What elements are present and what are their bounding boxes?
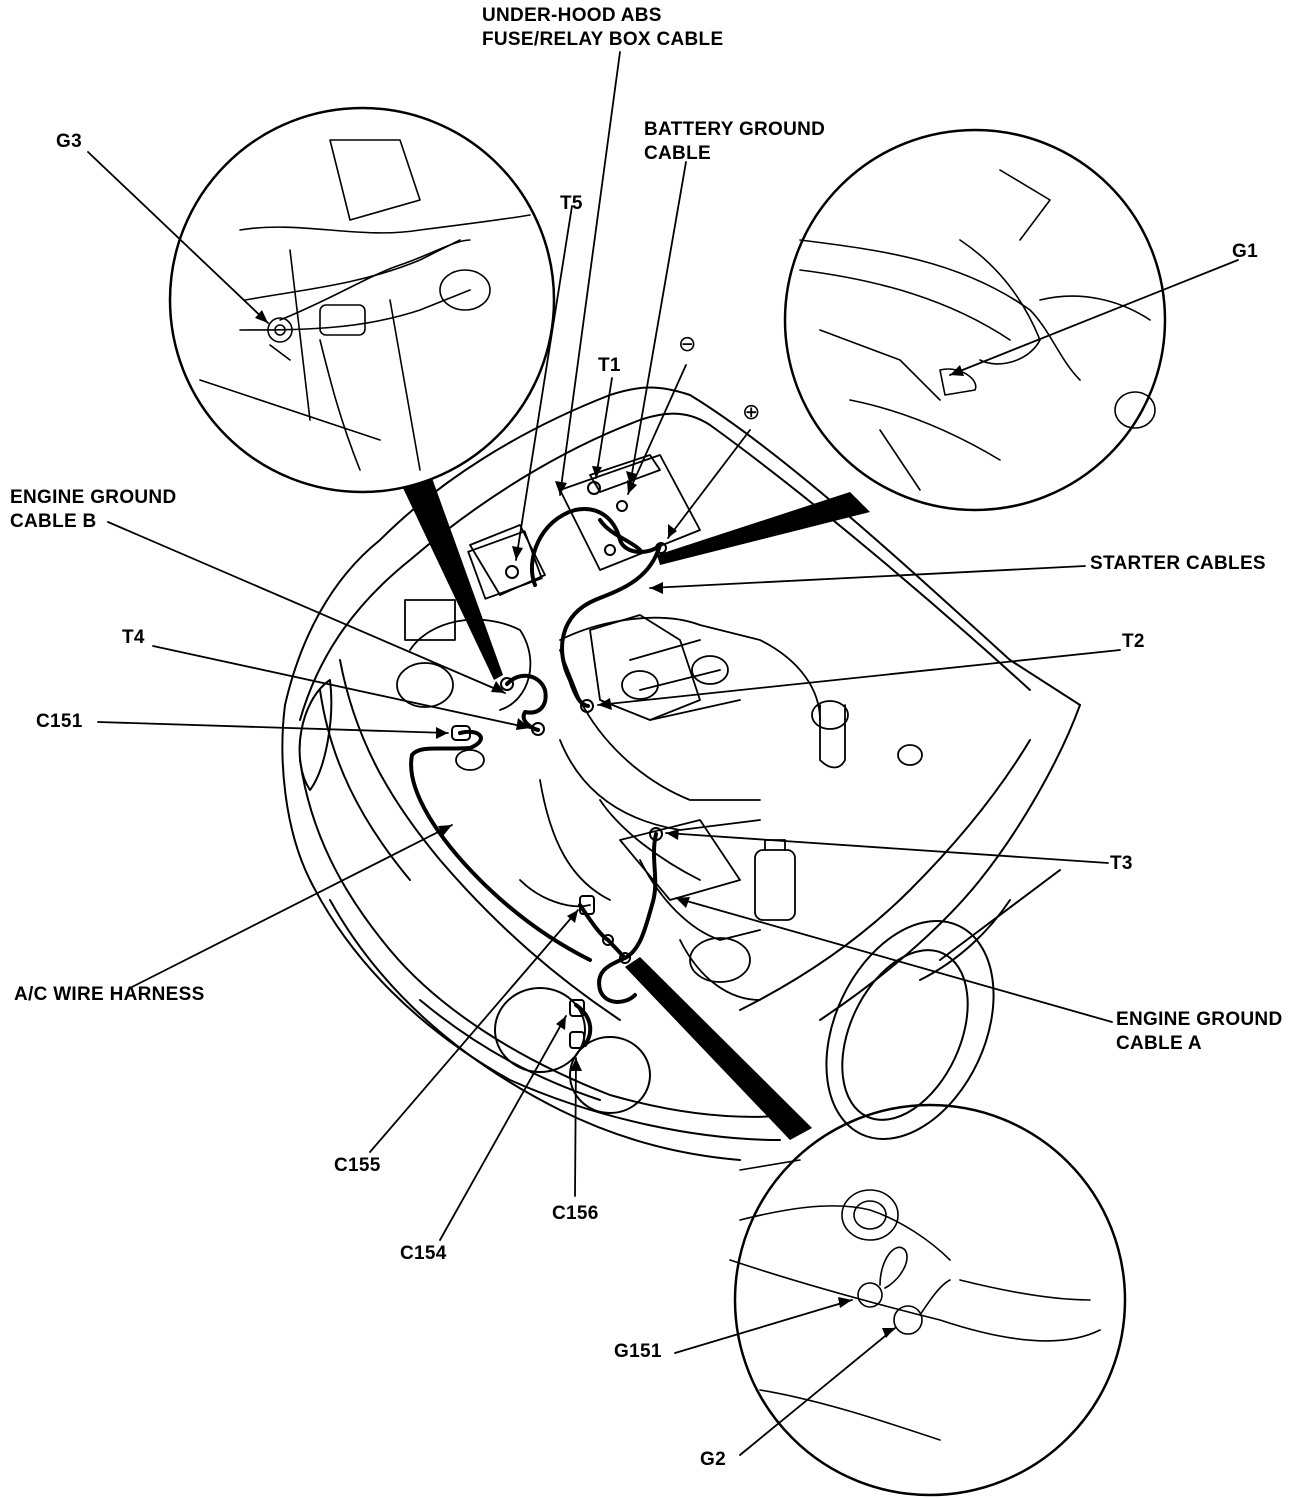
label-line: CABLE B — [10, 511, 97, 532]
label-starter-cables: STARTER CABLES — [1090, 553, 1266, 574]
label-battery-ground-cable: BATTERY GROUND CABLE — [644, 118, 825, 166]
detail-circle-g1 — [783, 128, 1167, 512]
detail-circle-g2 — [729, 1103, 1127, 1497]
label-c154: C154 — [400, 1243, 447, 1264]
cables — [409, 507, 662, 1047]
label-line: BATTERY GROUND — [644, 119, 826, 140]
label-engine-ground-cable-b: ENGINE GROUND CABLE B — [10, 486, 176, 534]
leader-arrowheads — [255, 310, 964, 1338]
label-line: ENGINE GROUND — [1116, 1009, 1283, 1030]
negative-terminal-symbol: ⊖ — [678, 332, 697, 357]
label-t4: T4 — [122, 627, 145, 648]
label-g2: G2 — [700, 1449, 726, 1470]
label-abs-fuse-relay-box-cable: UNDER-HOOD ABS FUSE/RELAY BOX CABLE — [482, 4, 723, 52]
label-line: UNDER-HOOD ABS — [482, 5, 662, 26]
label-g3: G3 — [56, 131, 82, 152]
label-t2: T2 — [1122, 631, 1145, 652]
engine-components — [396, 454, 923, 1001]
car-body — [281, 386, 1081, 1161]
label-ac-wire-harness: A/C WIRE HARNESS — [14, 984, 205, 1005]
label-c156: C156 — [552, 1203, 599, 1224]
label-line: FUSE/RELAY BOX CABLE — [482, 29, 724, 50]
leader-lines — [87, 51, 1239, 1456]
label-t5: T5 — [560, 193, 583, 214]
label-line: CABLE — [644, 143, 711, 164]
detail-circle-g3 — [168, 106, 556, 494]
label-g1: G1 — [1232, 241, 1258, 262]
label-line: CABLE A — [1116, 1033, 1202, 1054]
label-t1: T1 — [598, 355, 621, 376]
positive-terminal-symbol: ⊕ — [742, 400, 761, 425]
terminals — [451, 481, 667, 1049]
label-t3: T3 — [1110, 853, 1133, 874]
label-c151: C151 — [36, 711, 83, 732]
label-engine-ground-cable-a: ENGINE GROUND CABLE A — [1116, 1008, 1282, 1056]
label-g151: G151 — [614, 1341, 662, 1362]
connector-wedges — [403, 478, 870, 1140]
label-line: ENGINE GROUND — [10, 487, 177, 508]
label-c155: C155 — [334, 1155, 381, 1176]
